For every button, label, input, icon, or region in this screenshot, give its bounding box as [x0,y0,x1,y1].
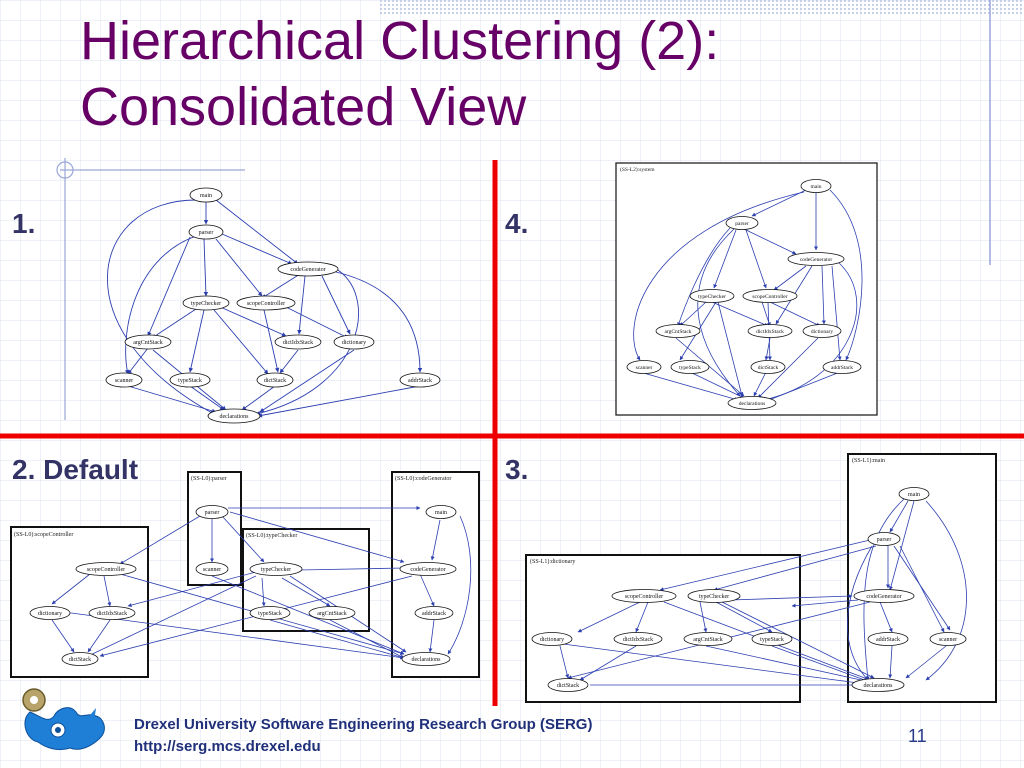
q2-scopecontroller-cluster-label: (SS-L0):scopeController [14,531,73,538]
q1-node-typechecker: typeChecker [191,301,221,307]
q2-node-parser: parser [205,510,220,516]
q3-main-cluster-label: (SS-L1):main [852,457,885,464]
q3-node-typechecker: typeChecker [699,594,729,600]
slide-title: Hierarchical Clustering (2): Consolidate… [80,8,719,140]
q4-node-scanner: scanner [636,365,653,371]
q4-node-addrstack: addrStack [831,365,853,371]
q2-node-declarations: declarations [412,657,442,663]
quadrant-label-1: 1. [12,208,36,239]
q3-node-dictidxstack: dictIdxStack [623,637,653,643]
q2-node-main: main [435,510,447,516]
q4-node-dictidxstack: dictIdxStack [756,329,784,335]
q2-codegenerator-cluster-label: (SS-L0):codeGenerator [395,475,451,482]
q1-graph: main parser codeGenerator typeChecker sc… [105,187,441,424]
q2-graph: (SS-L0):scopeController (SS-L0):parser (… [10,471,480,678]
q3-node-main: main [908,492,920,498]
footer-org: Drexel University Software Engineering R… [134,716,593,733]
q3-node-argcntstack: argCntStack [693,637,723,643]
q4-node-dictstack: dictStack [758,365,779,371]
q1-node-dictionary: dictionary [342,340,366,346]
q1-node-declarations: declarations [220,414,250,420]
q3-node-parser: parser [877,537,892,543]
footer-url[interactable]: http://serg.mcs.drexel.edu [134,738,321,755]
q1-node-dictstack: dictStack [264,378,286,384]
q3-node-codegenerator: codeGenerator [866,594,901,600]
q4-node-declarations: declarations [739,401,766,407]
q4-cluster-label: (SS-L2):system [620,166,655,173]
q4-node-argcntstack: argCntStack [664,329,691,335]
quadrant-label-4: 4. [505,208,529,239]
q4-node-codegenerator: codeGenerator [800,257,833,263]
q1-node-codegenerator: codeGenerator [290,267,325,273]
page-number: 11 [908,726,927,746]
title-line-2: Consolidated View [80,77,527,137]
serg-logo [22,688,105,751]
q2-node-dictionary: dictionary [38,611,62,617]
quadrant-label-2: 2. Default [12,454,139,485]
q3-graph: (SS-L1):main (SS-L1):dictionary [525,453,997,703]
quadrant-label-3: 3. [505,454,529,485]
q2-node-typechecker: typeChecker [261,567,291,573]
q4-node-scopecontroller: scopeController [752,294,787,300]
q2-node-codegenerator: codeGenerator [410,567,445,573]
q2-node-argcntstack: argCntStack [317,611,347,617]
q3-node-dictstack: dictStack [557,683,579,689]
q4-node-main: main [811,184,822,190]
q1-node-scopecontroller: scopeController [247,301,285,307]
q3-node-typestack: typeStack [760,637,784,643]
q2-parser-cluster-label: (SS-L0):parser [191,475,227,482]
q2-node-dictstack: dictStack [69,657,91,663]
q1-node-dictidxstack: dictIdxStack [283,340,313,346]
q2-scopecontroller-cluster [10,526,149,678]
q1-node-addrstack: addrStack [408,378,432,384]
q3-node-declarations: declarations [864,683,894,689]
q2-node-scanner: scanner [203,567,221,573]
q3-dictionary-cluster-label: (SS-L1):dictionary [530,558,575,565]
q4-node-typestack: typeStack [679,365,701,371]
q4-node-typechecker: typeChecker [698,294,726,300]
q1-node-typestack: typeStack [178,378,202,384]
q3-node-scopecontroller: scopeController [625,594,663,600]
q4-graph: (SS-L2):system [615,162,878,416]
q4-node-parser: parser [735,221,749,227]
q1-node-parser: parser [199,230,214,236]
q1-node-main: main [200,193,212,199]
title-line-1: Hierarchical Clustering (2): [80,11,720,71]
q2-node-typestack: typeStack [258,611,282,617]
q2-node-dictidxstack: dictIdxStack [97,611,127,617]
q2-typechecker-cluster-label: (SS-L0):typeChecker [246,532,297,539]
q2-node-addrstack: addrStack [422,611,446,617]
q1-node-scanner: scanner [115,378,133,384]
q3-node-dictionary: dictionary [540,637,564,643]
q1-node-argcntstack: argCntStack [133,340,163,346]
q3-node-addrstack: addrStack [876,637,900,643]
q4-system-cluster [615,162,878,416]
header-dot-band [380,0,1024,16]
q3-node-scanner: scanner [939,637,957,643]
q2-node-scopecontroller: scopeController [87,567,125,573]
q4-node-dictionary: dictionary [811,329,834,335]
